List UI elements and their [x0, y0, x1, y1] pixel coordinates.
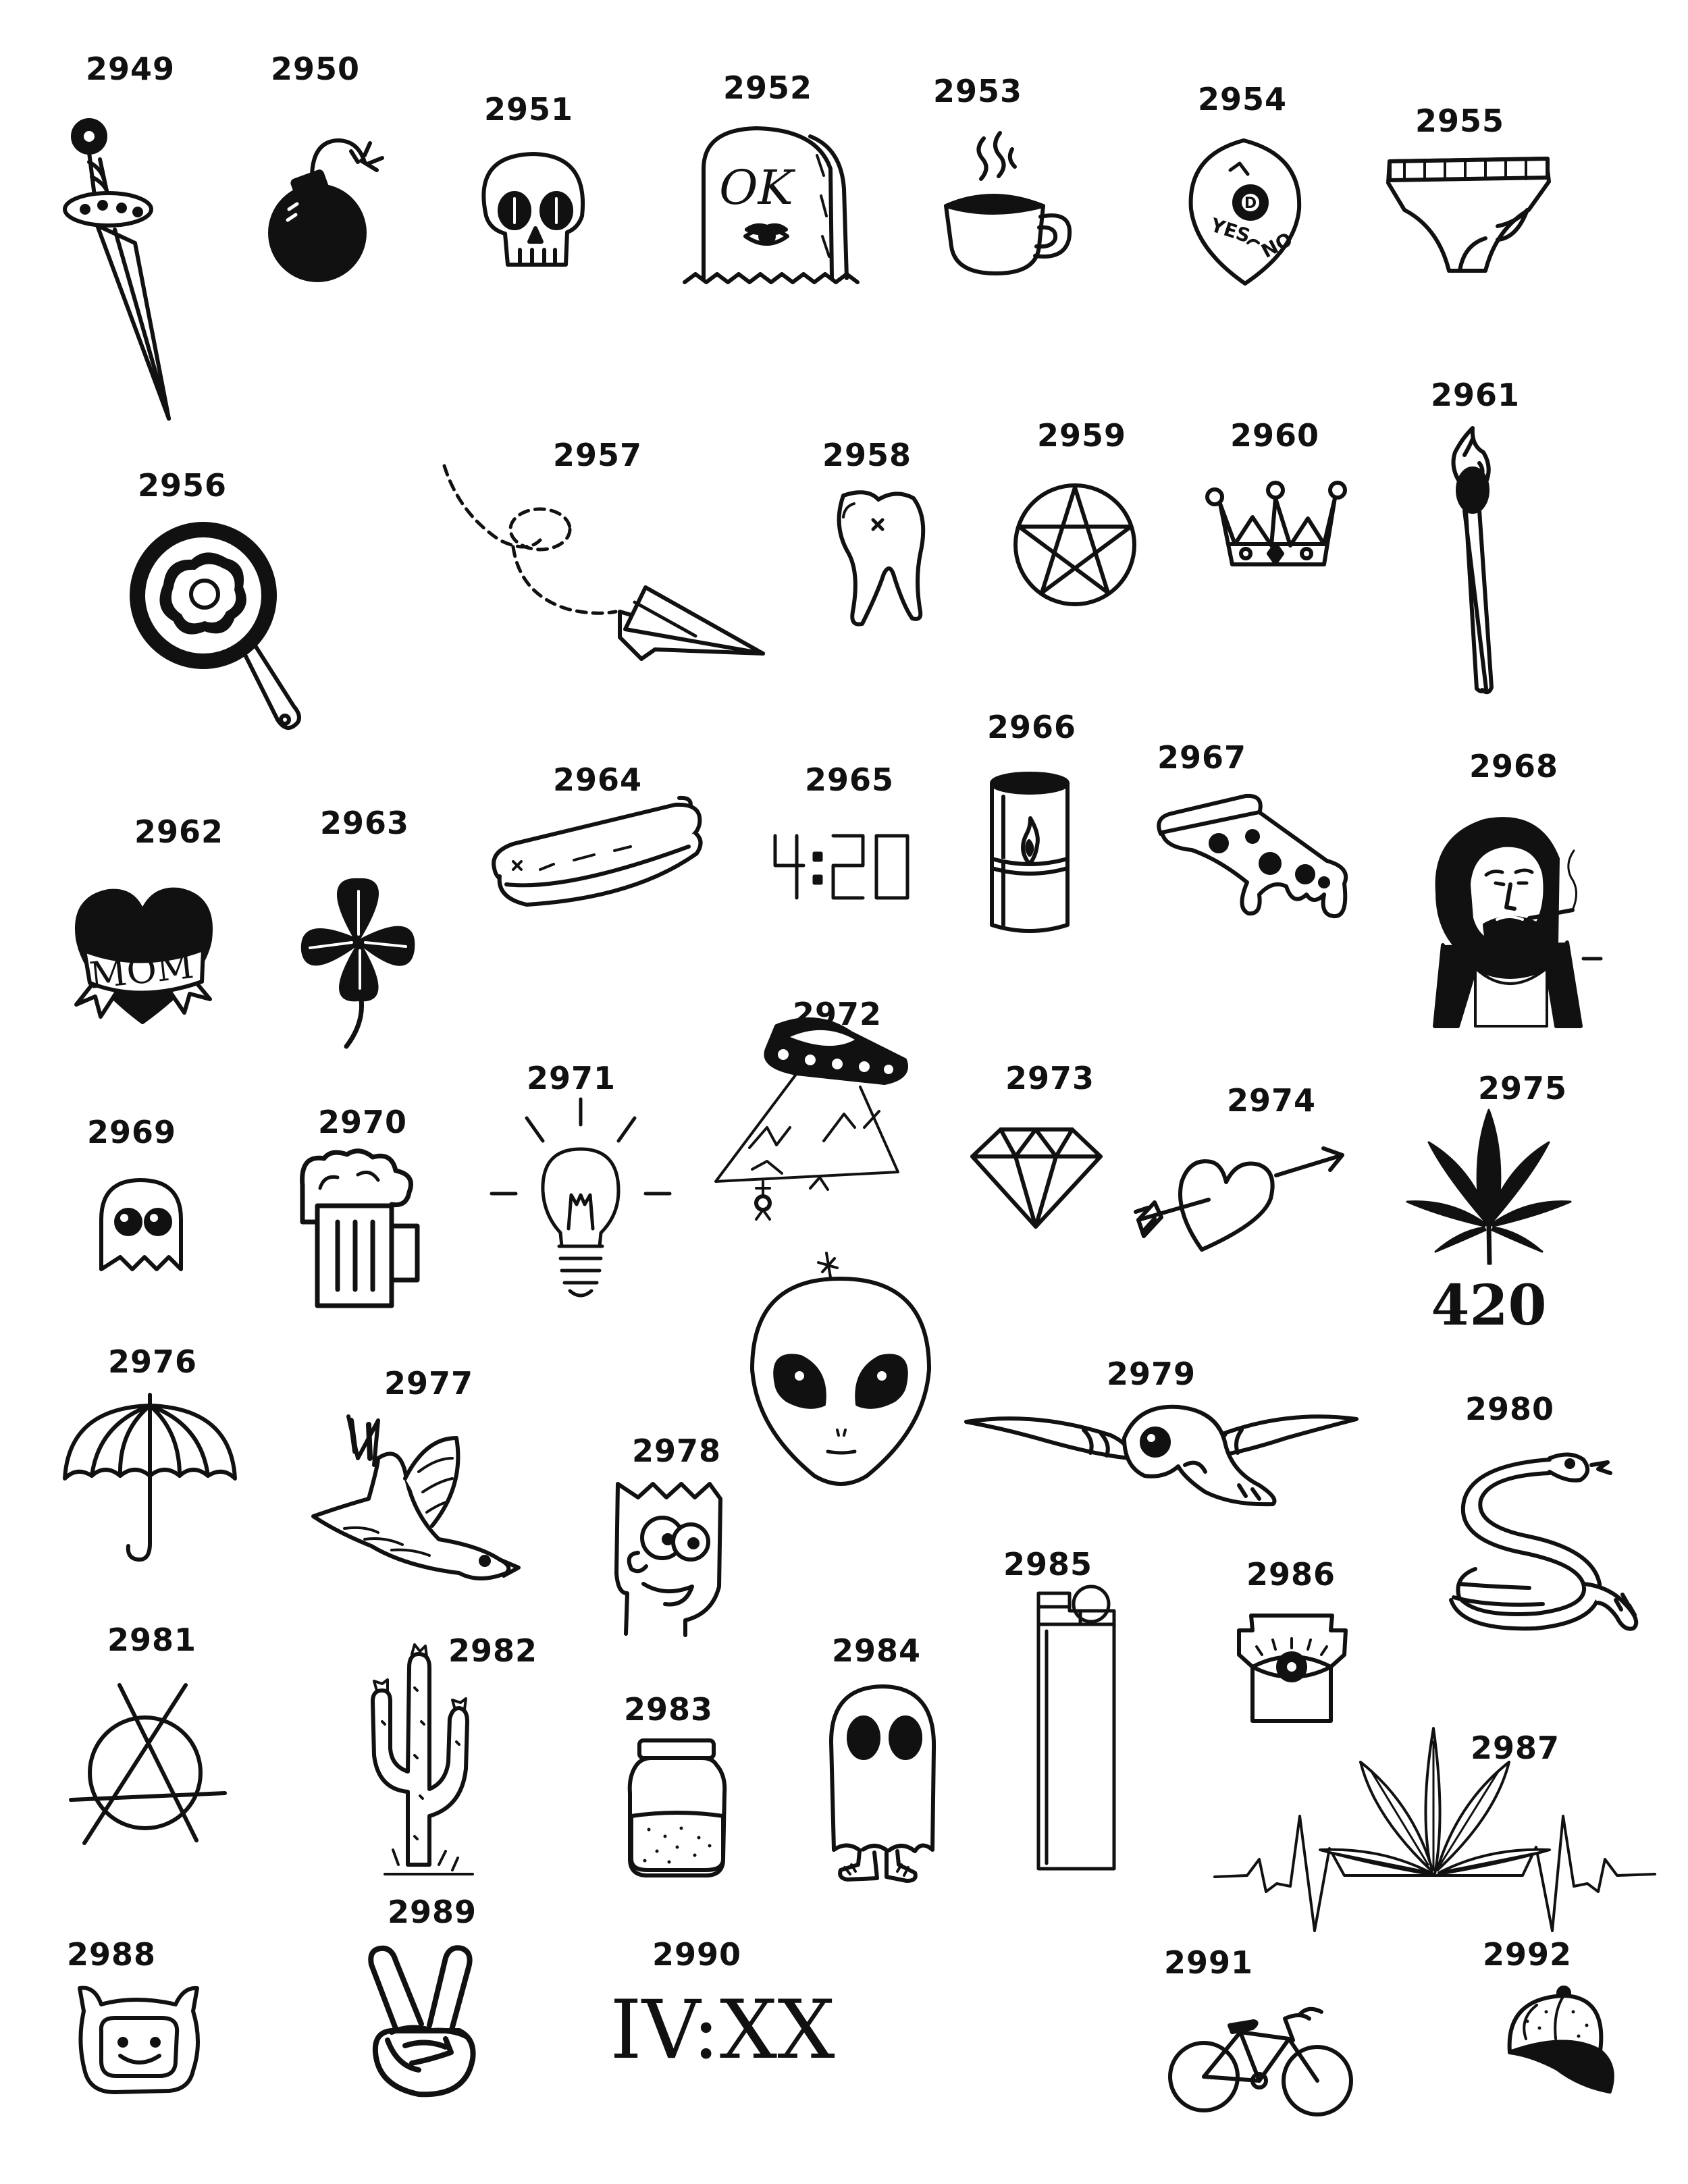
- number-label: 2964: [552, 762, 643, 798]
- heart-arrow-icon: [1134, 1146, 1344, 1252]
- number-label: 2957: [552, 437, 643, 473]
- diamond-icon: [970, 1127, 1103, 1229]
- number-label: 2969: [86, 1114, 177, 1150]
- number-label: 2984: [831, 1632, 922, 1669]
- crown-icon: [1205, 481, 1347, 566]
- four-leaf-clover-icon: [300, 878, 415, 1049]
- paper-plane-icon: [442, 464, 765, 661]
- number-label: 2990: [652, 1936, 742, 1973]
- bomb-icon: [268, 138, 384, 282]
- jar-icon: [627, 1738, 727, 1877]
- coffee-cup-icon: [944, 131, 1072, 275]
- number-label: 2961: [1430, 377, 1521, 413]
- number-label: 2965: [804, 762, 895, 798]
- number-label: 2953: [932, 73, 1023, 109]
- pizza-slice-icon: [1157, 793, 1348, 919]
- number-label: 2954: [1197, 81, 1288, 117]
- number-label: 2960: [1230, 417, 1320, 454]
- number-label: 2976: [107, 1343, 198, 1380]
- planchette-d-text: D: [1244, 195, 1257, 212]
- number-label: 2968: [1469, 748, 1559, 784]
- skull-icon: [481, 152, 585, 267]
- number-label: 2977: [384, 1365, 474, 1402]
- number-label: 2950: [270, 51, 361, 87]
- number-label: 2956: [137, 467, 228, 504]
- sparrow-icon: [311, 1414, 521, 1580]
- underwear-icon: [1386, 157, 1551, 273]
- dagger-icon: [63, 118, 171, 421]
- beer-mug-icon: [300, 1148, 420, 1308]
- number-label: 2985: [1003, 1546, 1093, 1582]
- longhorn-skull-icon: [964, 1404, 1359, 1507]
- ghost-sneakers-icon: [829, 1684, 937, 1883]
- keystone-eye-icon: [1237, 1614, 1348, 1723]
- tombstone-icon: OK: [683, 126, 860, 284]
- bart-head-icon: [614, 1482, 722, 1637]
- number-label: 2989: [387, 1894, 477, 1930]
- number-label: 2959: [1036, 417, 1127, 454]
- number-label: 2955: [1415, 103, 1505, 139]
- pacman-ghost-icon: [99, 1178, 183, 1271]
- tombstone-text: OK: [719, 160, 795, 215]
- number-label: 2991: [1163, 1944, 1254, 1981]
- anarchy-symbol-icon: [69, 1683, 227, 1845]
- number-label: 2967: [1157, 739, 1247, 776]
- light-bulb-icon: [490, 1097, 672, 1298]
- number-label: 2992: [1482, 1936, 1573, 1973]
- tooth-icon: [837, 490, 926, 627]
- number-label: 2974: [1226, 1082, 1317, 1119]
- umbrella-icon: [63, 1393, 237, 1562]
- number-label: 2975: [1477, 1070, 1568, 1107]
- number-label: 2981: [107, 1622, 197, 1658]
- number-label: 2980: [1465, 1391, 1555, 1427]
- number-label: 2978: [631, 1433, 722, 1469]
- number-label: 2971: [526, 1060, 616, 1096]
- cannabis-leaf-icon: 420: [1406, 1109, 1572, 1338]
- heartbeat-leaf-icon: [1213, 1727, 1656, 1932]
- number-label: 2951: [483, 91, 574, 128]
- number-label: 2949: [85, 51, 176, 87]
- alien-head-icon: [750, 1252, 931, 1486]
- number-label: 2982: [448, 1632, 538, 1669]
- leaf-420-text: 420: [1431, 1273, 1546, 1338]
- match-icon: [1451, 426, 1494, 695]
- number-label: 2963: [319, 805, 410, 841]
- number-label: 2983: [623, 1691, 714, 1728]
- cactus-icon: [371, 1643, 474, 1875]
- number-label: 2962: [134, 814, 224, 850]
- smoking-man-portrait-icon: [1433, 817, 1603, 1028]
- bicycle-icon: [1168, 2006, 1353, 2116]
- baseball-cap-icon: [1507, 1986, 1614, 2094]
- number-label: 2987: [1470, 1730, 1560, 1766]
- mom-heart-icon: MOM: [74, 887, 213, 1024]
- roman-time-icon: IV:XX: [610, 1983, 835, 2077]
- finn-hat-icon: [78, 1986, 200, 2094]
- coiled-snake-icon: [1449, 1452, 1639, 1631]
- digital-clock-icon: [773, 834, 909, 900]
- ouija-planchette-icon: D YES NO: [1188, 138, 1302, 286]
- number-label: 2958: [822, 437, 912, 473]
- hot-dog-icon: [492, 795, 703, 907]
- number-label: 2986: [1246, 1556, 1336, 1593]
- frying-pan-egg-icon: [130, 522, 301, 730]
- number-label: 2952: [722, 70, 813, 106]
- candle-jar-icon: [990, 772, 1070, 933]
- pentagram-icon: [1013, 483, 1136, 606]
- ufo-abduction-icon: [714, 1017, 908, 1221]
- number-label: 2979: [1106, 1356, 1196, 1392]
- number-label: 2966: [986, 709, 1077, 745]
- lighter-icon: [1036, 1584, 1116, 1871]
- roman-time-text: IV:XX: [610, 1983, 835, 2077]
- peace-hand-icon: [368, 1945, 476, 2098]
- number-label: 2970: [317, 1104, 408, 1140]
- number-label: 2988: [66, 1936, 157, 1973]
- number-label: 2973: [1005, 1060, 1095, 1096]
